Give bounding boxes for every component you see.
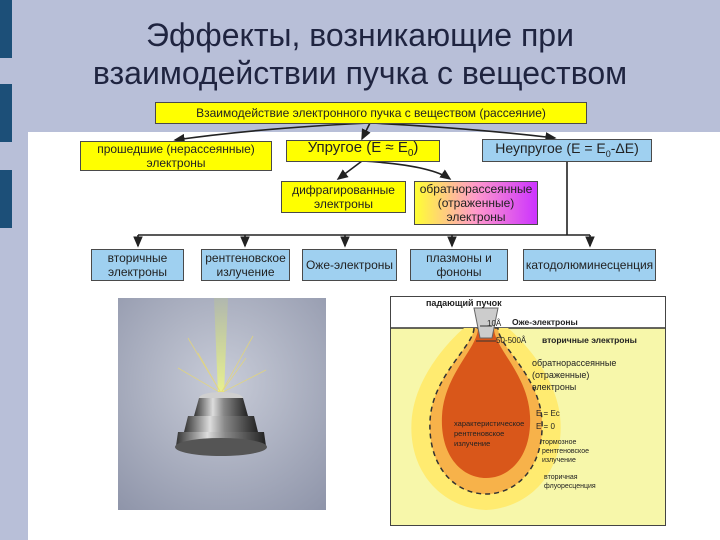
xray-label: рентгеновское излучение <box>205 251 286 279</box>
title-line-1: Эффекты, возникающие при <box>146 17 574 53</box>
plasmons-label: плазмоны и фононы <box>426 251 492 279</box>
inelastic-box: Неупругое (E = E0-ΔE) <box>482 139 652 162</box>
side-bar-1 <box>0 0 12 58</box>
root-label: Взаимодействие электронного пучка с веще… <box>196 106 546 120</box>
root-box: Взаимодействие электронного пучка с веще… <box>155 102 587 124</box>
elastic-box: Упругое (E ≈ E0) <box>286 140 440 162</box>
elastic-text: Упругое (E ≈ E <box>307 140 408 156</box>
side-bar-2 <box>0 84 12 142</box>
backscattered-line-3: электроны <box>532 382 576 392</box>
e-zero-label: E = 0 <box>536 422 555 431</box>
specimen-base <box>175 438 267 456</box>
beam-cone <box>214 298 228 393</box>
fluor-line-2: флуоресценция <box>544 483 596 490</box>
char-xray-line-1: характеристическое <box>454 419 524 428</box>
fluor-line-1: вторичная <box>544 474 578 481</box>
cathodo-box: катодолюминесценция <box>523 249 656 281</box>
elastic-subscript: 0 <box>407 148 414 159</box>
backscattered-box: обратнорассеянные (отраженные) электроны <box>414 181 538 225</box>
transmitted-box: прошедшие (нерассеянные) электроны <box>80 141 272 171</box>
specimen-illustration <box>118 298 326 510</box>
specimen-tier-1 <box>194 398 248 416</box>
spark-rays <box>177 335 267 394</box>
side-bar-3 <box>0 170 12 228</box>
depth-50-label: 50-500Å <box>496 336 527 345</box>
backscattered-label: обратнорассеянные (отраженные) электроны <box>419 182 533 224</box>
char-xray-line-2: рентгеновское <box>454 429 504 438</box>
auger-box: Оже-электроны <box>302 249 397 281</box>
e-ec-label: E = Eс <box>536 409 560 418</box>
diffracted-label: дифрагированные электроны <box>292 183 395 211</box>
secondary-label: вторичные электроны <box>542 335 637 345</box>
cathodo-label: катодолюминесценция <box>525 258 654 272</box>
diffracted-box: дифрагированные электроны <box>281 181 406 213</box>
inelastic-label: Неупругое (E = E0-ΔE) <box>495 141 639 161</box>
auger-label: Оже-электроны <box>512 317 578 327</box>
backscattered-line-2: (отраженные) <box>532 370 589 380</box>
brems-line-1: тормозное <box>542 439 577 446</box>
backscattered-line-1: обратнорассеянные <box>532 358 616 368</box>
secondary-box: вторичные электроны <box>91 249 184 281</box>
char-xray-line-3: излучение <box>454 439 490 448</box>
depth-10-label: 10Å <box>487 319 502 328</box>
page-title: Эффекты, возникающие при взаимодействии … <box>0 16 720 92</box>
transmitted-label: прошедшие (нерассеянные) электроны <box>97 142 255 170</box>
incident-beam-label: падающий пучок <box>426 298 502 308</box>
pear-inner <box>441 328 531 478</box>
inelastic-text-end: -ΔE) <box>610 139 639 156</box>
brems-line-2: рентгеновское <box>542 448 589 455</box>
elastic-text-end: ) <box>413 140 419 156</box>
plasmons-box: плазмоны и фононы <box>410 249 508 281</box>
interaction-volume: падающий пучок 10Å Оже-электроны 50-500Å… <box>390 296 666 526</box>
inelastic-subscript: 0 <box>605 148 611 159</box>
incident-beam <box>473 307 499 339</box>
specimen-tier-2 <box>184 416 258 432</box>
secondary-label: вторичные электроны <box>107 251 168 279</box>
inelastic-text: Неупругое (E = E <box>495 139 606 156</box>
auger-label: Оже-электроны <box>305 258 394 272</box>
title-line-2: взаимодействии пучка с веществом <box>92 55 628 91</box>
xray-box: рентгеновское излучение <box>201 249 290 281</box>
elastic-label: Упругое (E ≈ E0) <box>308 141 419 161</box>
brems-line-3: излучение <box>542 457 576 464</box>
